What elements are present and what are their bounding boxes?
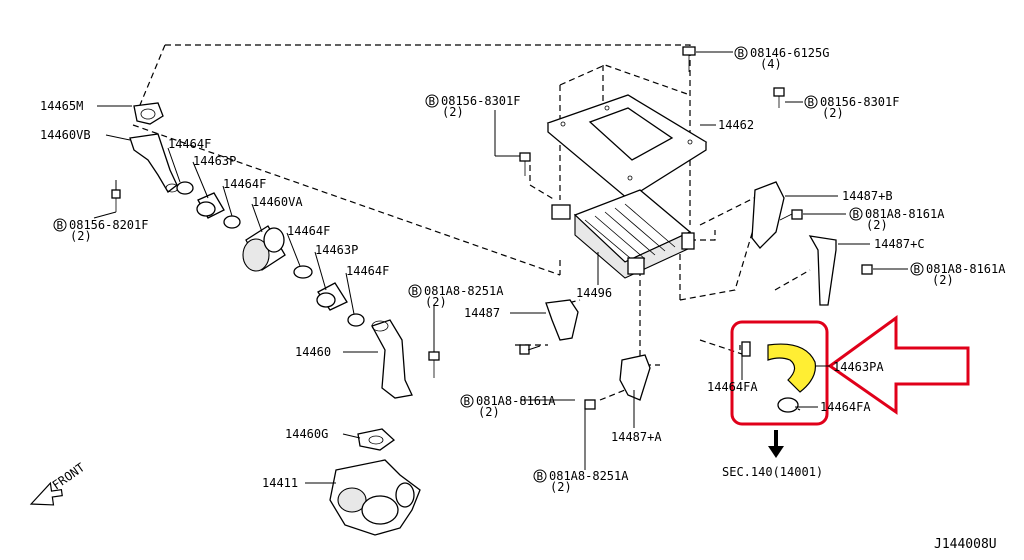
label-08156-8301F-b: 08156-8301F xyxy=(820,95,899,109)
hose-14463P-1-shape xyxy=(196,192,225,219)
bracket-14487C-shape xyxy=(808,235,873,306)
svg-text:B: B xyxy=(537,470,544,483)
clamp-14464F-3-shape xyxy=(293,265,313,279)
label-14496: 14496 xyxy=(576,286,612,300)
diagram-reference-id: J144008U xyxy=(934,537,997,552)
label-14460G: 14460G xyxy=(285,427,328,441)
svg-text:B: B xyxy=(914,263,921,276)
label-08156-8301F-b-qty: (2) xyxy=(822,106,844,120)
label-14460VB: 14460VB xyxy=(40,128,91,142)
part-labels: 14465M 14460VB 14464F 14463P 14464F 1446… xyxy=(40,46,1006,552)
bolt-marker-icon: B xyxy=(849,207,863,221)
tube-14460-shape xyxy=(371,319,413,399)
highlight-arrow xyxy=(827,315,970,415)
svg-text:B: B xyxy=(464,395,471,408)
label-14487C: 14487+C xyxy=(874,237,925,251)
bolt-marker-icon: B xyxy=(804,95,818,109)
turbocharger-14411-shape xyxy=(329,459,421,536)
svg-text:B: B xyxy=(57,219,64,232)
label-front: FRONT xyxy=(50,460,88,492)
label-14463P-1: 14463P xyxy=(193,154,236,168)
bolt-marker-icon: B xyxy=(408,284,422,298)
sec-arrow xyxy=(768,430,784,458)
svg-text:B: B xyxy=(808,96,815,109)
label-14460VA: 14460VA xyxy=(252,195,303,209)
label-14465M: 14465M xyxy=(40,99,83,113)
bolt-marker-icon: B xyxy=(533,469,547,483)
label-081A8-8161A-a: 081A8-8161A xyxy=(865,207,945,221)
label-081A8-8251A-b: 081A8-8251A xyxy=(549,469,629,483)
label-081A8-8251A-a-qty: (2) xyxy=(425,295,447,309)
label-08156-8301F-a: 08156-8301F xyxy=(441,94,520,108)
gasket-14465M-shape xyxy=(133,102,164,125)
bolt-08146-6125G-shape xyxy=(682,46,696,72)
label-14487: 14487 xyxy=(464,306,500,320)
label-14460: 14460 xyxy=(295,345,331,359)
label-08156-8201F: 08156-8201F xyxy=(69,218,148,232)
label-081A8-8161A-b-qty: (2) xyxy=(932,273,954,287)
bracket-14487B-shape xyxy=(751,181,803,249)
bracket-14487A-shape xyxy=(584,354,651,410)
label-14464F-4: 14464F xyxy=(346,264,389,278)
svg-text:B: B xyxy=(853,208,860,221)
label-08156-8201F-qty: (2) xyxy=(70,229,92,243)
hose-14463P-2-shape xyxy=(316,282,348,311)
intercooler-14496-shape xyxy=(551,189,695,279)
highlight-box xyxy=(730,320,829,426)
clamp-14464F-4-shape xyxy=(347,313,365,327)
svg-text:B: B xyxy=(738,47,745,60)
bolt-marker-icon: B xyxy=(53,218,67,232)
bolt-08156-8301F-b-shape xyxy=(773,87,785,108)
label-08146-6125G: 08146-6125G xyxy=(750,46,829,60)
label-08146-6125G-qty: (4) xyxy=(760,57,782,71)
label-14487A: 14487+A xyxy=(611,430,662,444)
bolt-markers: B B B B B B B B B xyxy=(53,46,924,483)
label-081A8-8161A-c: 081A8-8161A xyxy=(476,394,556,408)
bolt-08156-8201F-shape xyxy=(111,189,121,212)
label-14411: 14411 xyxy=(262,476,298,490)
clamp-14464F-1-shape xyxy=(176,181,194,195)
cover-14462-shape xyxy=(546,94,708,200)
label-081A8-8161A-c-qty: (2) xyxy=(478,405,500,419)
bolt-08156-8301F-a-shape xyxy=(519,152,531,176)
front-arrow-icon xyxy=(29,481,63,506)
bolt-marker-icon: B xyxy=(910,262,924,276)
label-14463P-2: 14463P xyxy=(315,243,358,257)
gasket-14460G-shape xyxy=(357,428,396,451)
label-14464F-1: 14464F xyxy=(168,137,211,151)
svg-text:B: B xyxy=(429,95,436,108)
svg-text:B: B xyxy=(412,285,419,298)
label-08156-8301F-a-qty: (2) xyxy=(442,105,464,119)
label-14464FA-2: 14464FA xyxy=(820,400,871,414)
bolt-marker-icon: B xyxy=(460,394,474,408)
resonator-14460VA-shape xyxy=(242,225,286,272)
label-14464F-2: 14464F xyxy=(223,177,266,191)
bolt-marker-icon: B xyxy=(425,94,439,108)
label-081A8-8161A-a-qty: (2) xyxy=(866,218,888,232)
label-14462: 14462 xyxy=(718,118,754,132)
bracket-14487-shape xyxy=(519,299,579,355)
label-081A8-8251A-b-qty: (2) xyxy=(550,480,572,494)
clamp-14464F-2-shape xyxy=(223,215,241,229)
bolt-081A8-8251A-a-shape xyxy=(428,351,440,378)
label-081A8-8251A-a: 081A8-8251A xyxy=(424,284,504,298)
label-081A8-8161A-b: 081A8-8161A xyxy=(926,262,1006,276)
label-14487B: 14487+B xyxy=(842,189,893,203)
leader-lines xyxy=(93,51,908,484)
label-14463PA: 14463PA xyxy=(833,360,884,374)
label-sec-140: SEC.140(14001) xyxy=(722,465,823,479)
bolt-marker-icon: B xyxy=(734,46,748,60)
label-14464FA-1: 14464FA xyxy=(707,380,758,394)
label-14464F-3: 14464F xyxy=(287,224,330,238)
hose-14463PA-highlighted-shape xyxy=(741,341,817,413)
